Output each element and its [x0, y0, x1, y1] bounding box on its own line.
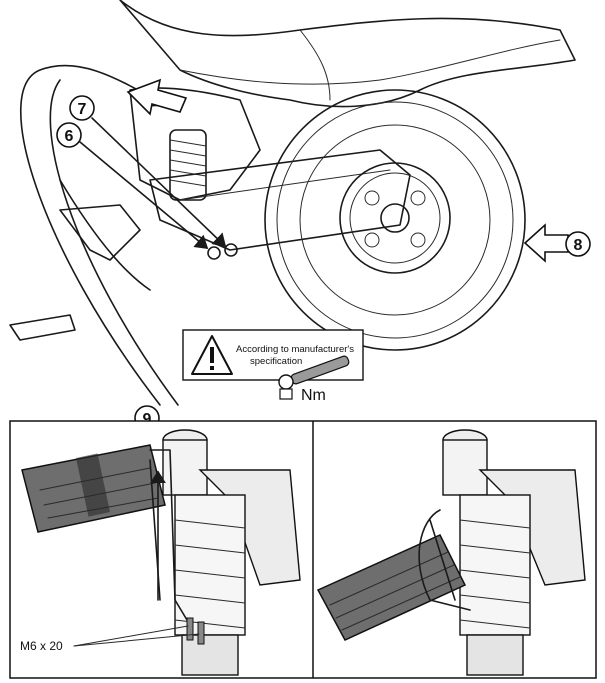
direction-arrow-icon	[126, 78, 188, 116]
torque-unit: Nm	[301, 387, 326, 404]
bolt-6	[207, 246, 221, 260]
callout-8: 8	[523, 223, 591, 263]
shock-body	[162, 429, 301, 676]
torque-wrench-icon	[278, 355, 350, 400]
shock-reservoir-mounted	[316, 534, 467, 641]
warning-line-2: specification	[250, 356, 302, 367]
motorcycle-rear-drawing	[9, 0, 576, 351]
callout-7: 7	[69, 95, 227, 248]
warning-line-1: According to manufacturer's	[236, 344, 354, 355]
svg-text:9: 9	[143, 411, 152, 428]
shock-body-mounted	[442, 429, 586, 676]
bolt-m6	[186, 617, 205, 645]
shock-reservoir	[21, 444, 166, 533]
bolt-label: M6 x 20	[20, 639, 63, 653]
brake-pedal	[59, 204, 141, 261]
rear-sprocket	[339, 162, 451, 274]
direction-arrow-icon	[523, 223, 569, 263]
shock-absorber-small	[169, 129, 207, 201]
pointer-line-9b	[49, 79, 179, 406]
bolt-7	[224, 243, 238, 257]
svg-text:6: 6	[65, 128, 74, 145]
panel-right	[316, 429, 586, 676]
svg-text:8: 8	[574, 237, 583, 254]
callout-6: 6	[56, 122, 209, 250]
swingarm	[149, 149, 411, 251]
svg-text:7: 7	[78, 101, 87, 118]
footpeg	[9, 314, 76, 341]
panel-left: M6 x 20	[20, 429, 301, 676]
warning-note: According to manufacturer's specificatio…	[182, 329, 364, 381]
warning-triangle-icon	[191, 335, 233, 375]
rear-wheel	[264, 89, 526, 351]
pointer-line-9	[20, 64, 167, 406]
